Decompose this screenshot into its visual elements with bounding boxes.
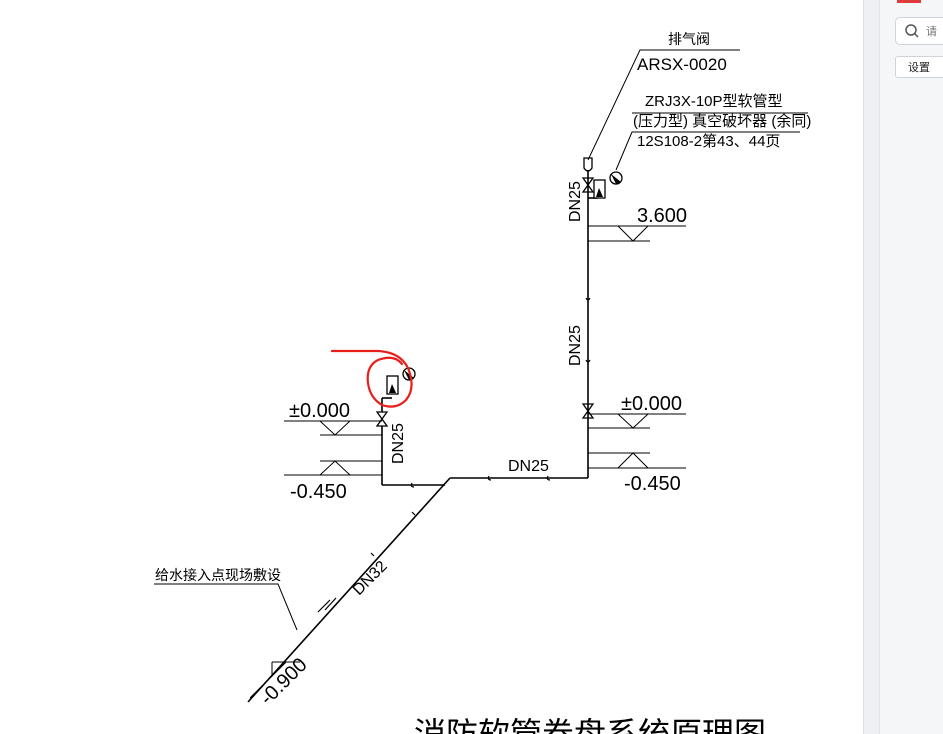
elevation-left-neg-label: -0.450 — [290, 481, 347, 503]
valve-label: 排气阀 — [668, 32, 710, 48]
dn32-pipe — [247, 477, 451, 703]
elevation-right-zero-label: ±0.000 — [621, 393, 682, 415]
active-tab-indicator — [897, 0, 921, 3]
elevation-top-label: 3.600 — [637, 205, 687, 227]
hose-spec-line2: (压力型) 真空破坏器 (余同) — [633, 112, 811, 130]
breaker-leader — [615, 131, 800, 171]
search-box[interactable] — [895, 17, 943, 45]
cad-drawing: 排气阀 ARSX-0020 ZRJ3X-10P型软管型 (压力型) 真空破坏器 … — [154, 32, 811, 734]
supply-leader — [154, 583, 298, 631]
elevation-marker-right-zero — [588, 413, 686, 429]
elevation-marker-bottom — [249, 661, 300, 699]
joint-mark — [410, 482, 415, 488]
hose-spec-line3: 12S108-2第43、44页 — [637, 132, 780, 150]
joint-mark — [546, 475, 551, 481]
break-mark — [317, 597, 337, 613]
settings-button[interactable]: 设置 — [895, 56, 943, 78]
supply-note: 给水接入点现场敷设 — [155, 567, 281, 584]
elevation-marker-top — [588, 225, 686, 242]
joint-mark — [585, 297, 591, 301]
gate-valve-right — [581, 403, 595, 419]
joint-mark — [487, 475, 492, 481]
pipe-size-left: DN25 — [390, 423, 407, 464]
elevation-right-neg-label: -0.450 — [624, 473, 681, 495]
hose-spec-line1: ZRJ3X-10P型软管型 — [645, 93, 783, 110]
drawing-canvas[interactable]: 排气阀 ARSX-0020 ZRJ3X-10P型软管型 (压力型) 真空破坏器 … — [0, 0, 863, 734]
search-input[interactable] — [926, 24, 943, 38]
gate-valve-top — [581, 177, 595, 193]
air-valve-icon — [583, 157, 593, 172]
red-annotation — [330, 349, 413, 408]
valve-leader — [587, 49, 740, 161]
elevation-left-zero-label: ±0.000 — [289, 400, 350, 422]
pipe-size-dn32: DN32 — [350, 558, 391, 599]
pipe-size-mid: DN25 — [567, 325, 584, 366]
pipe-size-horizontal: DN25 — [508, 458, 549, 475]
drawing-title: 消防软管卷盘系统原理图 — [414, 715, 766, 734]
joint-marks — [370, 297, 591, 557]
valve-model: ARSX-0020 — [637, 55, 727, 74]
elevation-marker-left-zero — [284, 420, 382, 436]
joint-mark — [411, 511, 416, 516]
joint-mark — [370, 552, 375, 557]
pipe-size-top: DN25 — [567, 181, 584, 222]
vacuum-breaker-top — [593, 171, 623, 199]
search-icon — [904, 23, 920, 39]
scroll-gutter — [863, 0, 879, 734]
elevation-marker-right-neg — [588, 452, 686, 469]
right-side-panel — [879, 0, 943, 734]
joint-mark — [585, 359, 591, 363]
gate-valve-left — [375, 411, 389, 427]
elevation-marker-left-neg — [284, 460, 382, 476]
